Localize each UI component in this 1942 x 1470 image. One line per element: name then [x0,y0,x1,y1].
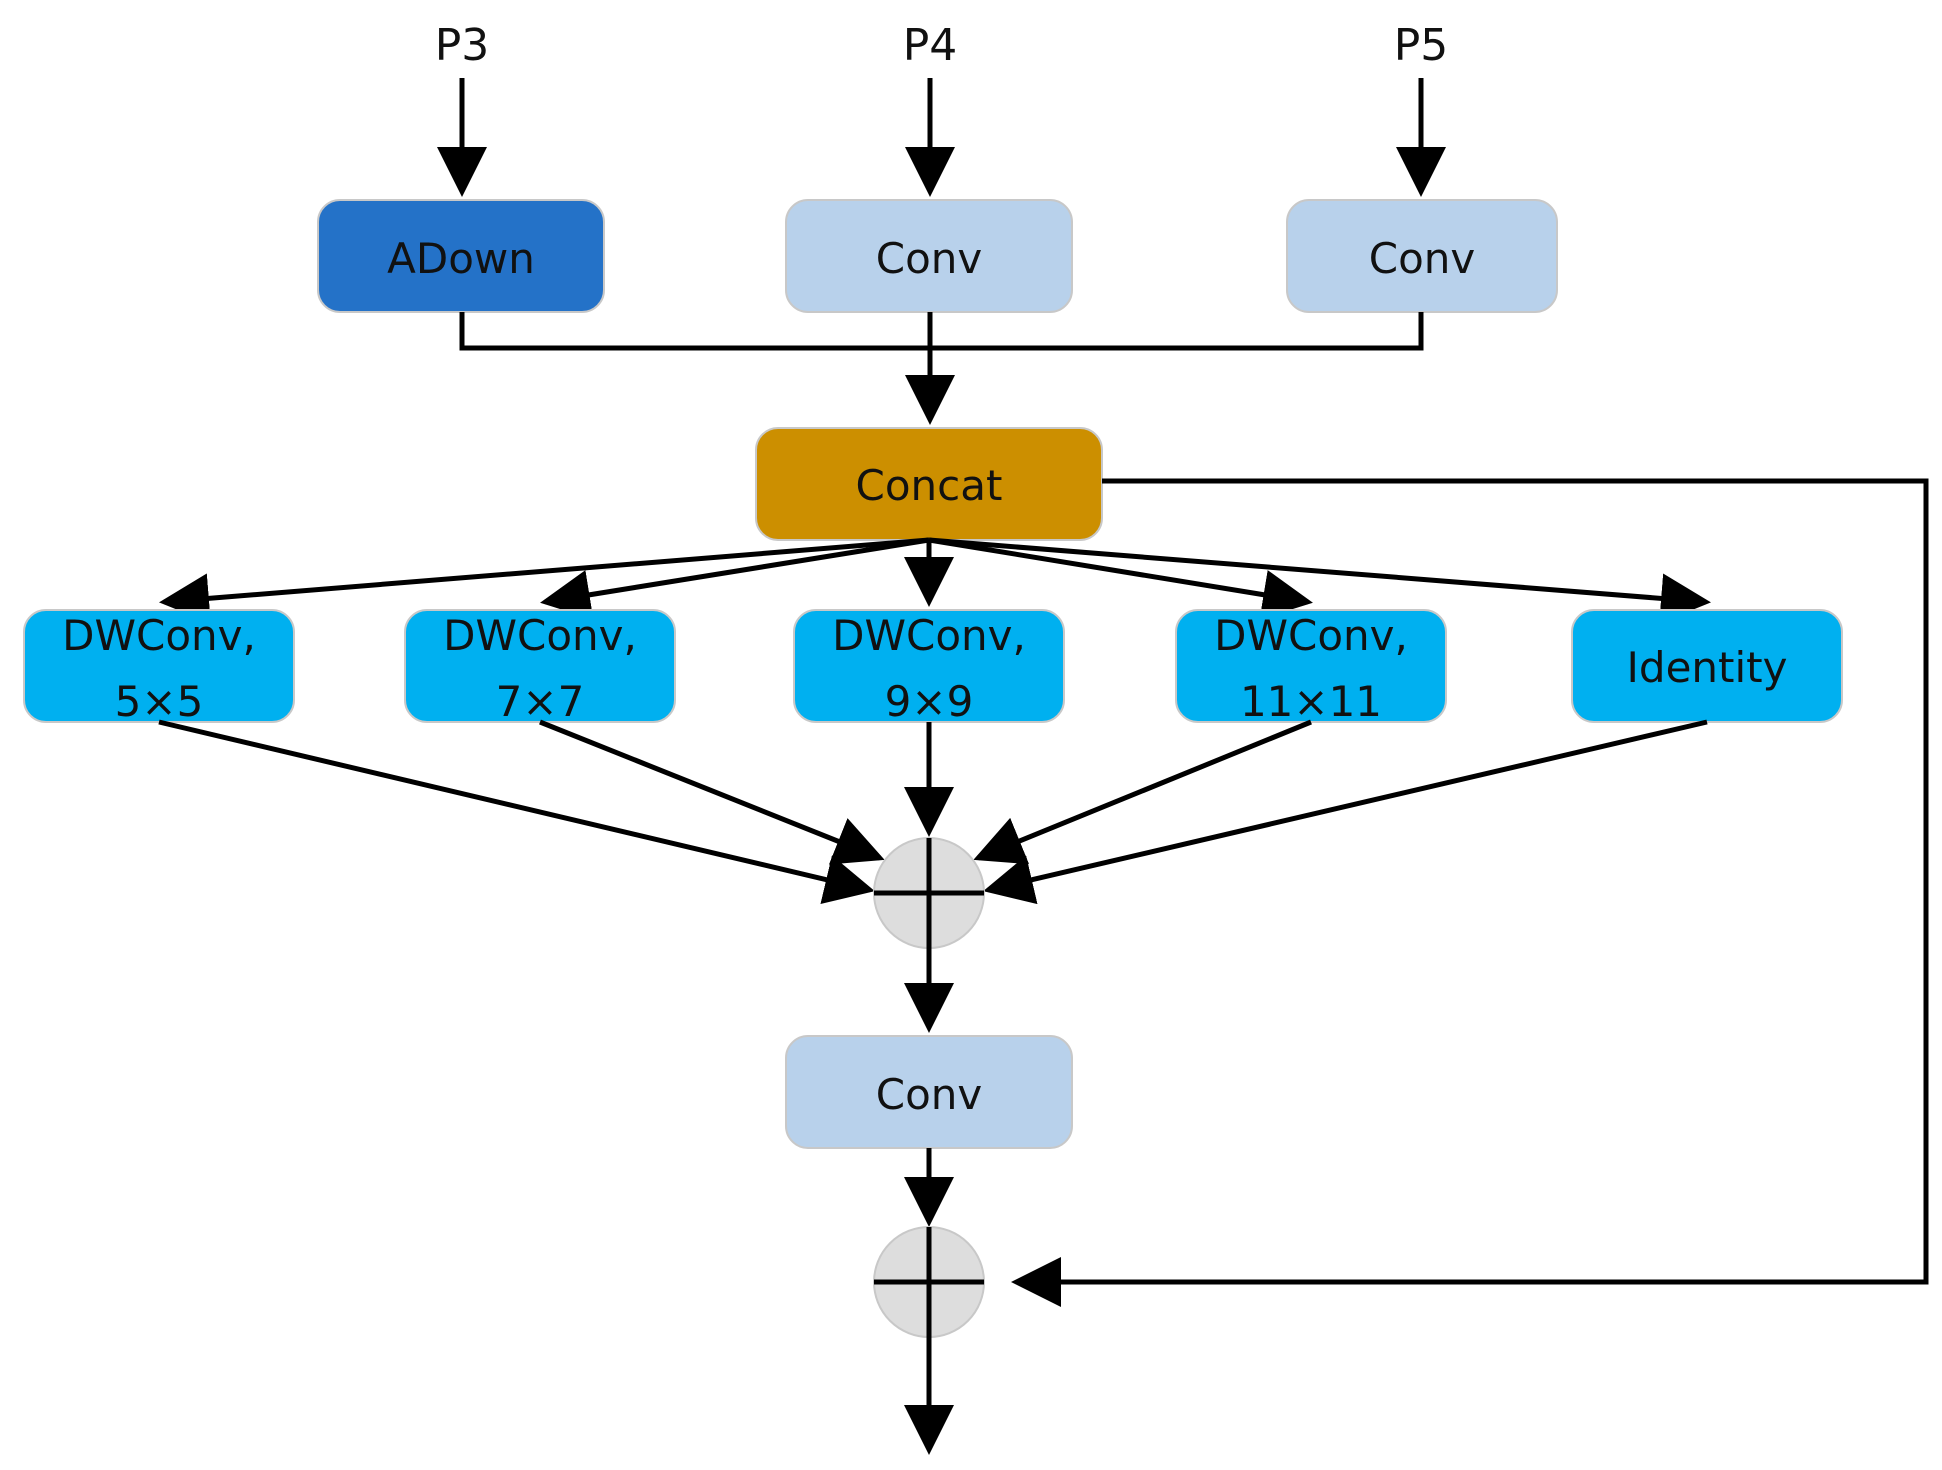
dwconv-9x9-label-line1: DWConv, [832,611,1026,660]
adown-label: ADown [387,234,535,283]
dwconv-5x5-node: DWConv, 5×5 [23,609,295,726]
edge-residual-skip [1011,478,1929,1307]
dwconv-9x9-label-line2: 9×9 [885,677,974,726]
dwconv-11x11-label-line2: 11×11 [1240,677,1382,726]
sum-node-residual [873,1226,985,1338]
edge-merge-bracket [459,312,1424,351]
edge-identity-to-sum [983,719,1708,905]
conv-p5-label: Conv [1369,234,1476,283]
sum-node-multiscale [873,837,985,949]
identity-node: Identity [1571,609,1843,723]
conv-out-label: Conv [876,1070,983,1119]
dwconv-7x7-label-line2: 7×7 [496,677,585,726]
dwconv-7x7-node: DWConv, 7×7 [404,609,676,726]
dwconv-11x11-label-line1: DWConv, [1214,611,1408,660]
edge-concat-to-identity [928,537,1711,624]
dwconv-5x5-label-line1: DWConv, [62,611,256,660]
edge-concat-to-dw11 [928,537,1313,620]
edge-concat-to-dw5 [159,537,930,624]
edge-dw11-to-sum [973,719,1312,865]
conv-p4-node: Conv [785,199,1073,313]
dwconv-9x9-node: DWConv, 9×9 [793,609,1065,726]
edge-concat-to-dw7 [540,537,930,620]
conv-p5-node: Conv [1286,199,1558,313]
edge-dw5-to-sum [158,719,875,904]
dwconv-7x7-label-line1: DWConv, [443,611,637,660]
input-label-p3: P3 [435,20,490,71]
edge-dw7-to-sum [539,719,885,865]
concat-label: Concat [856,461,1003,510]
adown-node: ADown [317,199,605,313]
conv-p4-label: Conv [876,234,983,283]
dwconv-11x11-node: DWConv, 11×11 [1175,609,1447,726]
concat-node: Concat [755,427,1103,541]
identity-label: Identity [1627,643,1788,692]
dwconv-5x5-label-line2: 5×5 [115,677,204,726]
input-label-p5: P5 [1394,20,1449,71]
input-label-p4: P4 [903,20,958,71]
conv-out-node: Conv [785,1035,1073,1149]
